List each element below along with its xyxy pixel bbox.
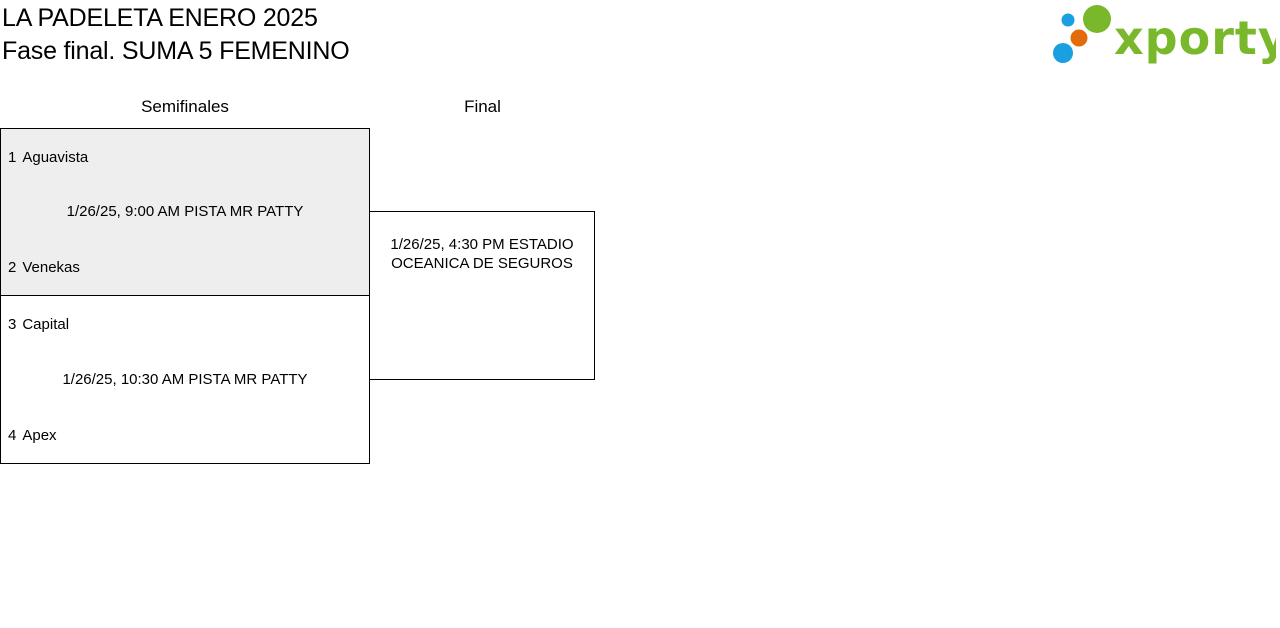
final-schedule: 1/26/25, 4:30 PM ESTADIO OCEANICA DE SEG… [390,236,574,272]
round-header-semifinals: Semifinales [141,97,229,116]
team-name: Venekas [22,259,80,276]
team-seed: 3 [8,316,17,333]
team-name: Aguavista [22,149,89,166]
team-row-1[interactable]: 1 Aguavista [8,148,88,168]
team-name: Apex [22,427,57,444]
logo-dot-orange [1070,29,1088,47]
phase-title: Fase final. SUMA 5 FEMENINO [2,37,350,65]
match-schedule: 1/26/25, 10:30 AM PISTA MR PATTY [62,371,308,388]
team-row-2[interactable]: 2 Venekas [8,258,80,278]
logo-dot-blue-large [1053,43,1073,63]
team-row-4[interactable]: 4 Apex [8,426,57,446]
match-schedule: 1/26/25, 9:00 AM PISTA MR PATTY [66,203,304,220]
logo-dot-green [1083,5,1111,33]
round-header-final: Final [464,97,501,116]
logo-wordmark: xporty [1114,11,1276,65]
semifinal-match-2[interactable]: 3 Capital 1/26/25, 10:30 AM PISTA MR PATT… [0,295,370,464]
team-seed: 4 [8,427,17,444]
team-seed: 1 [8,149,17,166]
tournament-title: LA PADELETA ENERO 2025 [2,4,318,32]
team-seed: 2 [8,259,17,276]
team-row-3[interactable]: 3 Capital [8,315,69,335]
semifinal-match-1[interactable]: 1 Aguavista 1/26/25, 9:00 AM PISTA MR PAT… [0,128,370,296]
final-match[interactable]: 1/26/25, 4:30 PM ESTADIO OCEANICA DE SEG… [369,211,595,380]
logo-dot-blue-small [1061,13,1075,27]
title-block: LA PADELETA ENERO 2025 Fase final. SUMA … [2,2,350,68]
xporty-logo: xporty [1053,5,1276,65]
team-name: Capital [22,316,70,333]
